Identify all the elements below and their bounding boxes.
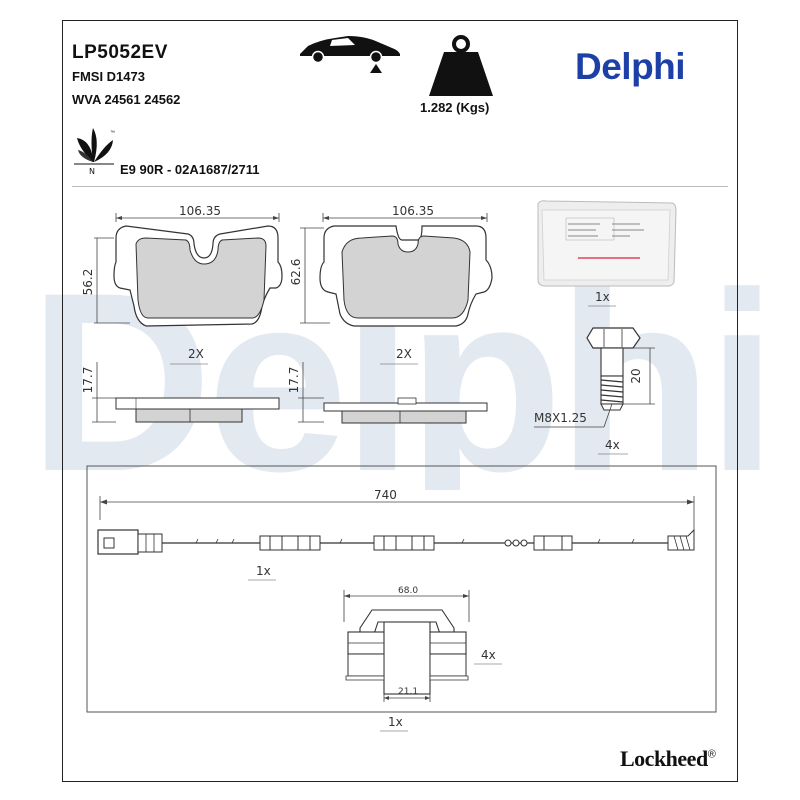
pad-left-height-dim: 56.2 <box>81 269 95 296</box>
wear-sensor-cable: 740 1x <box>97 488 695 581</box>
clip-width-dim: 68.0 <box>398 586 418 596</box>
pad-left-thickness-dim: 17.7 <box>81 367 95 394</box>
eco-leaf-icon: N ™ <box>74 128 115 176</box>
accessory-kit-label: 1x <box>380 715 408 732</box>
brake-pad-left-front-view: 106.35 56.2 2X <box>81 204 283 365</box>
certification-code: E9 90R - 02A1687/2711 <box>120 162 260 177</box>
accessory-box <box>86 465 717 713</box>
trademark-mark: ® <box>707 748 716 761</box>
caliper-bolt: 20 M8X1.25 4x <box>534 327 655 455</box>
svg-text:™: ™ <box>110 130 115 136</box>
eco-mark-label: N <box>89 167 95 176</box>
pad-left-width-dim: 106.35 <box>179 204 221 218</box>
header-divider <box>72 186 728 187</box>
weight-icon <box>429 35 493 96</box>
car-rear-axle-icon <box>300 36 400 73</box>
lockheed-brand: Lockheed <box>620 746 708 771</box>
bolt-qty: 4x <box>605 438 620 452</box>
grease-qty: 1x <box>595 290 610 304</box>
delphi-logo: Delphi <box>575 46 686 87</box>
accessory-kit-qty: 1x <box>388 715 403 729</box>
grease-sachet: 1x <box>537 200 677 307</box>
pad-right-height-dim: 62.6 <box>289 259 303 286</box>
pad-left-qty: 2X <box>188 347 204 361</box>
weight-value: 1.282 (Kgs) <box>420 100 490 115</box>
wva-code: WVA 24561 24562 <box>72 92 181 107</box>
pad-right-thickness-dim: 17.7 <box>287 367 301 394</box>
brake-pad-right-front-view: 106.35 62.6 2X <box>289 204 493 365</box>
bolt-length-dim: 20 <box>629 368 643 383</box>
pad-right-qty: 2X <box>396 347 412 361</box>
fmsi-code: FMSI D1473 <box>72 69 145 84</box>
lockheed-logo: Lockheed® <box>620 746 716 772</box>
pad-right-width-dim: 106.35 <box>392 204 434 218</box>
brake-pad-left-side-view: 17.7 <box>81 362 280 423</box>
part-number: LP5052EV <box>72 42 168 63</box>
brake-pad-right-side-view: 17.7 <box>287 362 488 424</box>
sensor-length-dim: 740 <box>374 488 397 502</box>
clip-qty: 4x <box>481 648 496 662</box>
retaining-clip: 68.0 21.1 4x <box>343 586 502 702</box>
drawing-frame <box>62 20 738 782</box>
sensor-qty: 1x <box>256 564 271 578</box>
clip-inner-dim: 21.1 <box>398 687 418 697</box>
bolt-thread-spec: M8X1.25 <box>534 411 587 425</box>
